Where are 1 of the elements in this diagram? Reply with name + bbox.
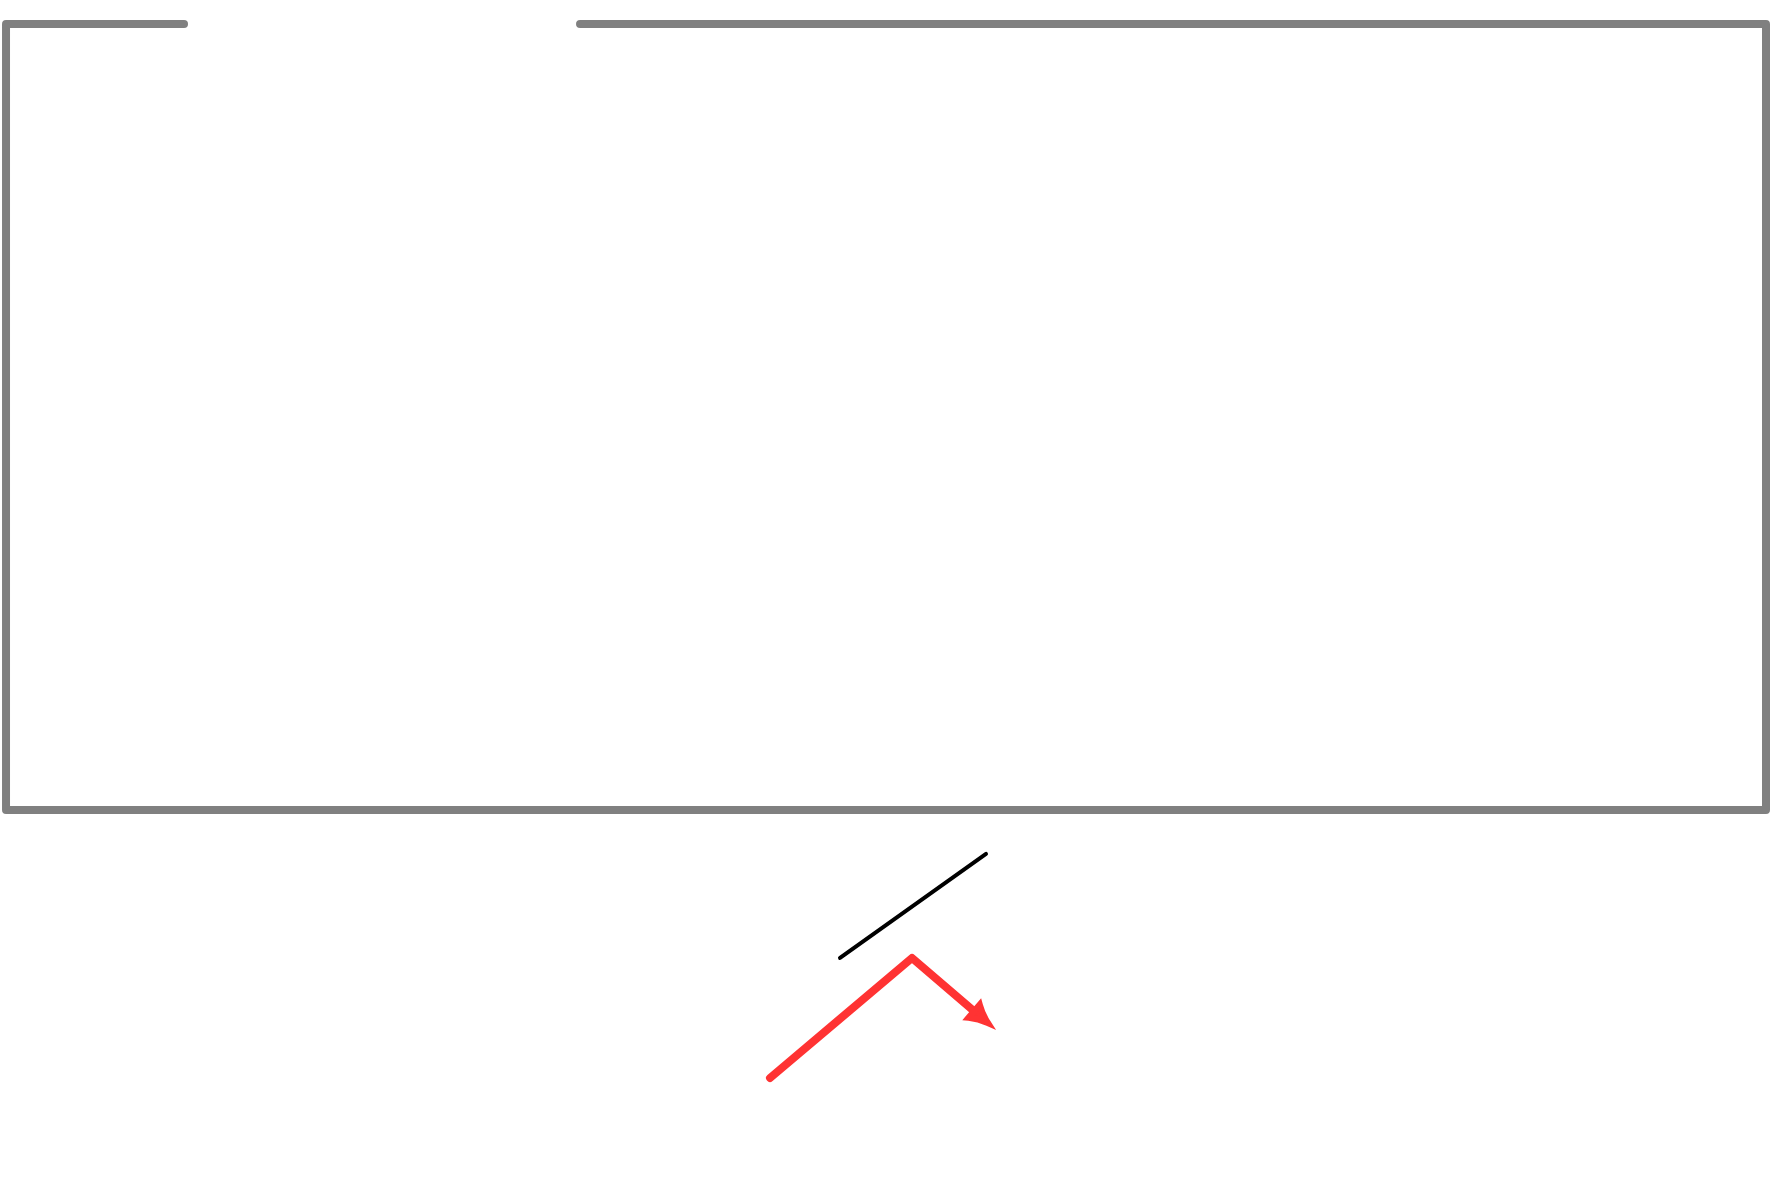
frame-box (2, 20, 1770, 814)
